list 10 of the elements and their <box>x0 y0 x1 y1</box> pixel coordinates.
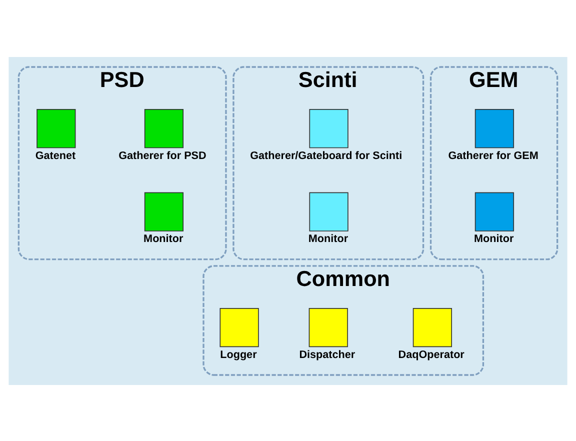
node-label: Monitor <box>474 232 514 245</box>
node-label: DaqOperator <box>398 348 464 360</box>
node-label: Gatherer/Gateboard for Scinti <box>250 149 402 162</box>
node-label: Gatherer for PSD <box>118 149 206 162</box>
node-label: Dispatcher <box>299 348 356 360</box>
node-label: Monitor <box>308 232 348 245</box>
node-label: Gatherer for GEM <box>448 149 538 162</box>
node-label: Monitor <box>144 232 184 245</box>
node-label: Logger <box>220 348 257 360</box>
node-label: Gatenet <box>35 149 76 162</box>
